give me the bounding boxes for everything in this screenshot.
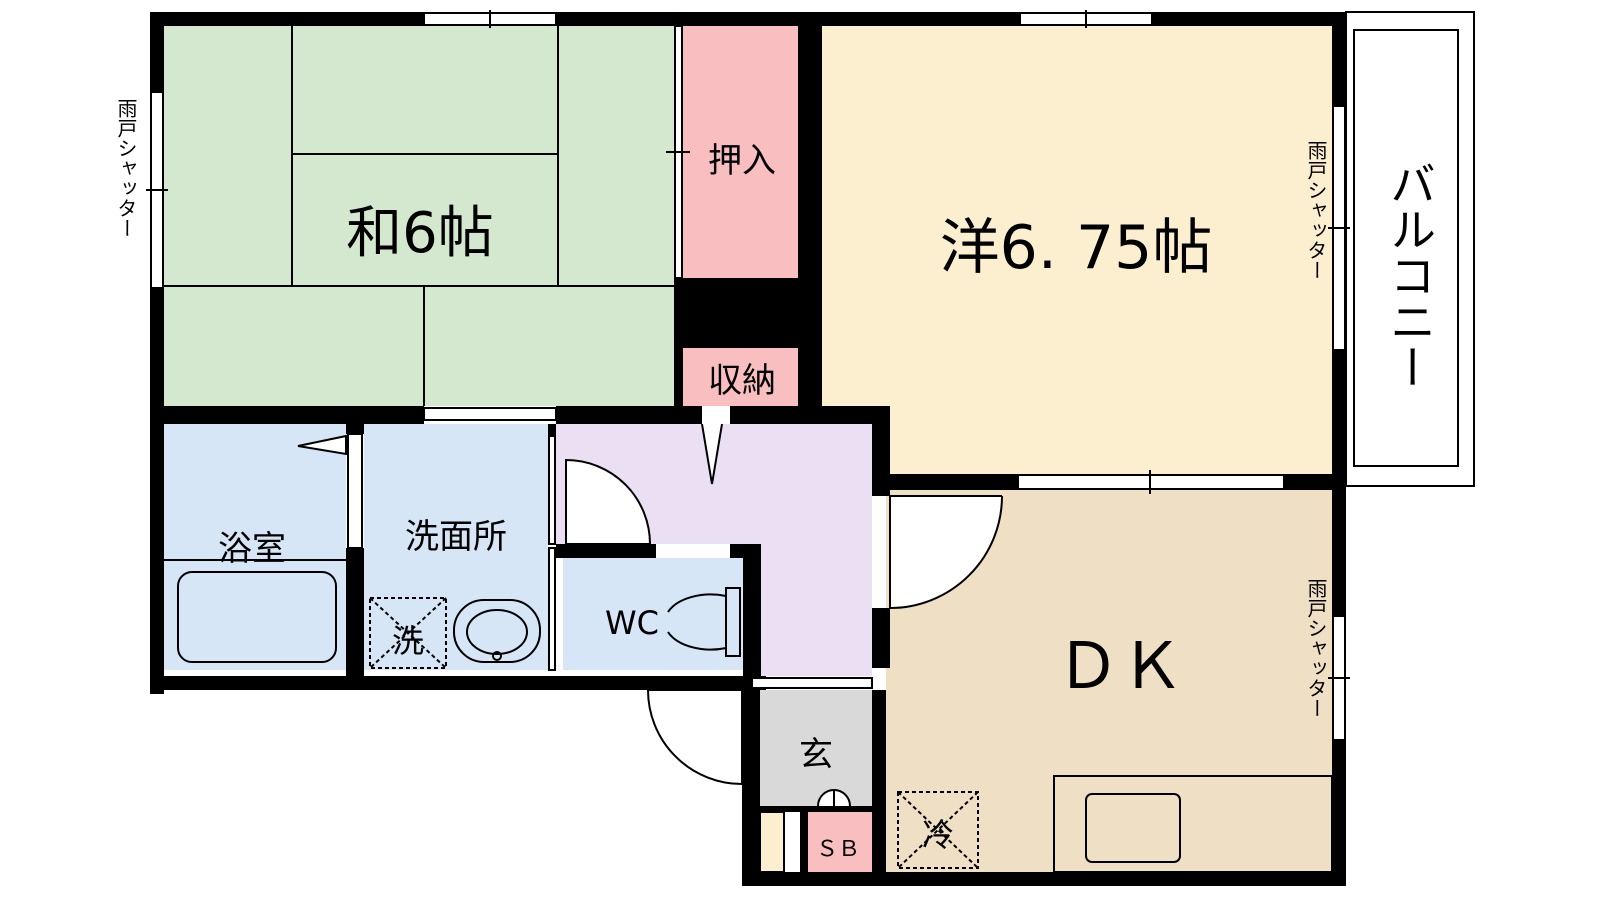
- washer-label: 洗: [392, 622, 424, 660]
- washitsu-label: 和6帖: [346, 201, 494, 266]
- windows: [146, 10, 1350, 741]
- doors: [565, 458, 1003, 807]
- door-indicator-2: [701, 423, 723, 485]
- dk-label: ＤＫ: [1056, 630, 1184, 704]
- wc-fill: [563, 558, 743, 670]
- fridge-space: [897, 791, 979, 869]
- genkan-label: 玄: [799, 735, 833, 775]
- tatami-lines: [160, 26, 674, 406]
- shutter-label-right-bottom: 雨戸シャッター: [1304, 578, 1328, 718]
- genkan-fill: [760, 690, 872, 808]
- sink: [453, 599, 541, 663]
- shuno-fill: [683, 348, 798, 406]
- bath-fill: [160, 424, 346, 670]
- senmenjo-label: 洗面所: [405, 517, 507, 557]
- door-indicator: [297, 434, 347, 456]
- shuno-label: 収納: [708, 361, 776, 401]
- oshiire-label: 押入: [708, 141, 776, 181]
- kitchen-sink: [1085, 793, 1181, 863]
- bathtub: [177, 571, 337, 663]
- shoebox-label: ＳＢ: [816, 837, 860, 862]
- youshitsu-label: 洋6. 75帖: [940, 213, 1213, 283]
- bath-label: 浴室: [218, 529, 286, 569]
- shutter-label-left: 雨戸シャッター: [114, 98, 138, 238]
- balcony-label: バルコニー: [1383, 160, 1437, 390]
- fixtures: [160, 11, 1475, 873]
- kitchen-counter: [1053, 775, 1333, 873]
- oshiire-fill: [683, 26, 798, 278]
- shoebox-fill: [806, 812, 872, 872]
- balcony-outline: [1345, 11, 1475, 487]
- wc-label: WC: [605, 604, 659, 642]
- shutter-label-right-top: 雨戸シャッター: [1304, 140, 1328, 280]
- fridge-label: 冷: [922, 816, 954, 854]
- walls: [150, 12, 1346, 886]
- washer-pan: [369, 597, 447, 669]
- hall-fill: [556, 424, 872, 676]
- washitsu-fill: [160, 26, 674, 406]
- youshitsu-fill: [822, 26, 1332, 474]
- senmenjo-fill: [364, 424, 548, 670]
